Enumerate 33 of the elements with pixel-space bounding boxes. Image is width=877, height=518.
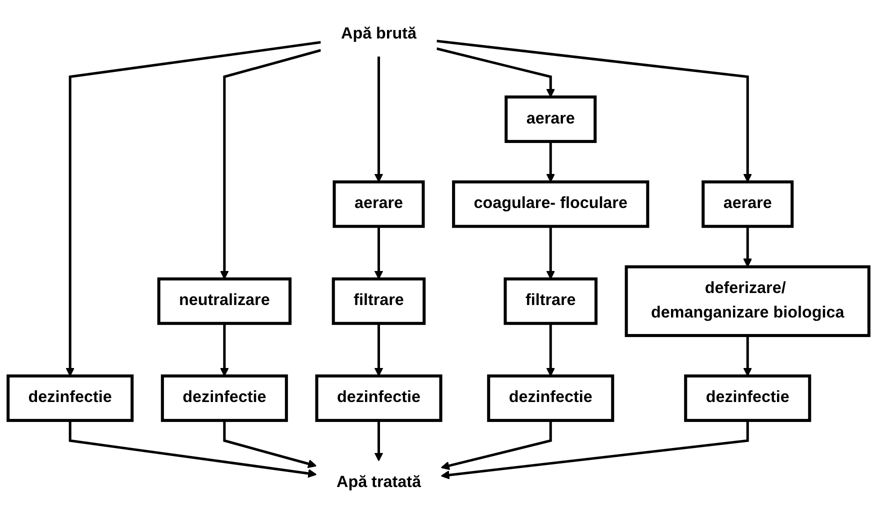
node-box: aerare	[504, 96, 597, 144]
arrow	[440, 420, 552, 470]
arrow	[66, 41, 321, 377]
node-box: neutralizare	[157, 278, 292, 326]
arrow	[68, 420, 317, 478]
arrow	[223, 420, 317, 468]
arrow	[374, 226, 384, 280]
node-box: aerare	[332, 180, 425, 228]
node-box: dezinfectie	[315, 374, 442, 422]
node-box: dezinfectie	[160, 374, 288, 422]
arrow	[440, 420, 749, 480]
arrow	[546, 226, 556, 280]
node-box: filtrare	[332, 278, 426, 326]
arrow	[220, 324, 229, 377]
arrow	[743, 226, 752, 268]
arrow	[436, 40, 752, 183]
arrow	[374, 324, 384, 377]
arrow	[743, 336, 752, 377]
arrow	[220, 49, 322, 280]
node-box: filtrare	[504, 278, 598, 326]
arrow	[374, 56, 384, 183]
arrow	[546, 142, 556, 183]
arrow	[546, 324, 556, 377]
arrow	[436, 48, 556, 98]
node-box: aerare	[702, 180, 794, 228]
node-box: dezinfectie	[6, 374, 134, 422]
node-box: dezinfectie	[684, 374, 812, 422]
node-box: dezinfectie	[487, 374, 614, 422]
node-box: coagulare- floculare	[452, 180, 650, 228]
node-text: Apă brută	[341, 26, 416, 43]
node-text: Apă tratată	[336, 474, 421, 492]
node-box: deferizare/ demanganizare biologica	[624, 266, 870, 338]
arrow	[374, 420, 384, 462]
